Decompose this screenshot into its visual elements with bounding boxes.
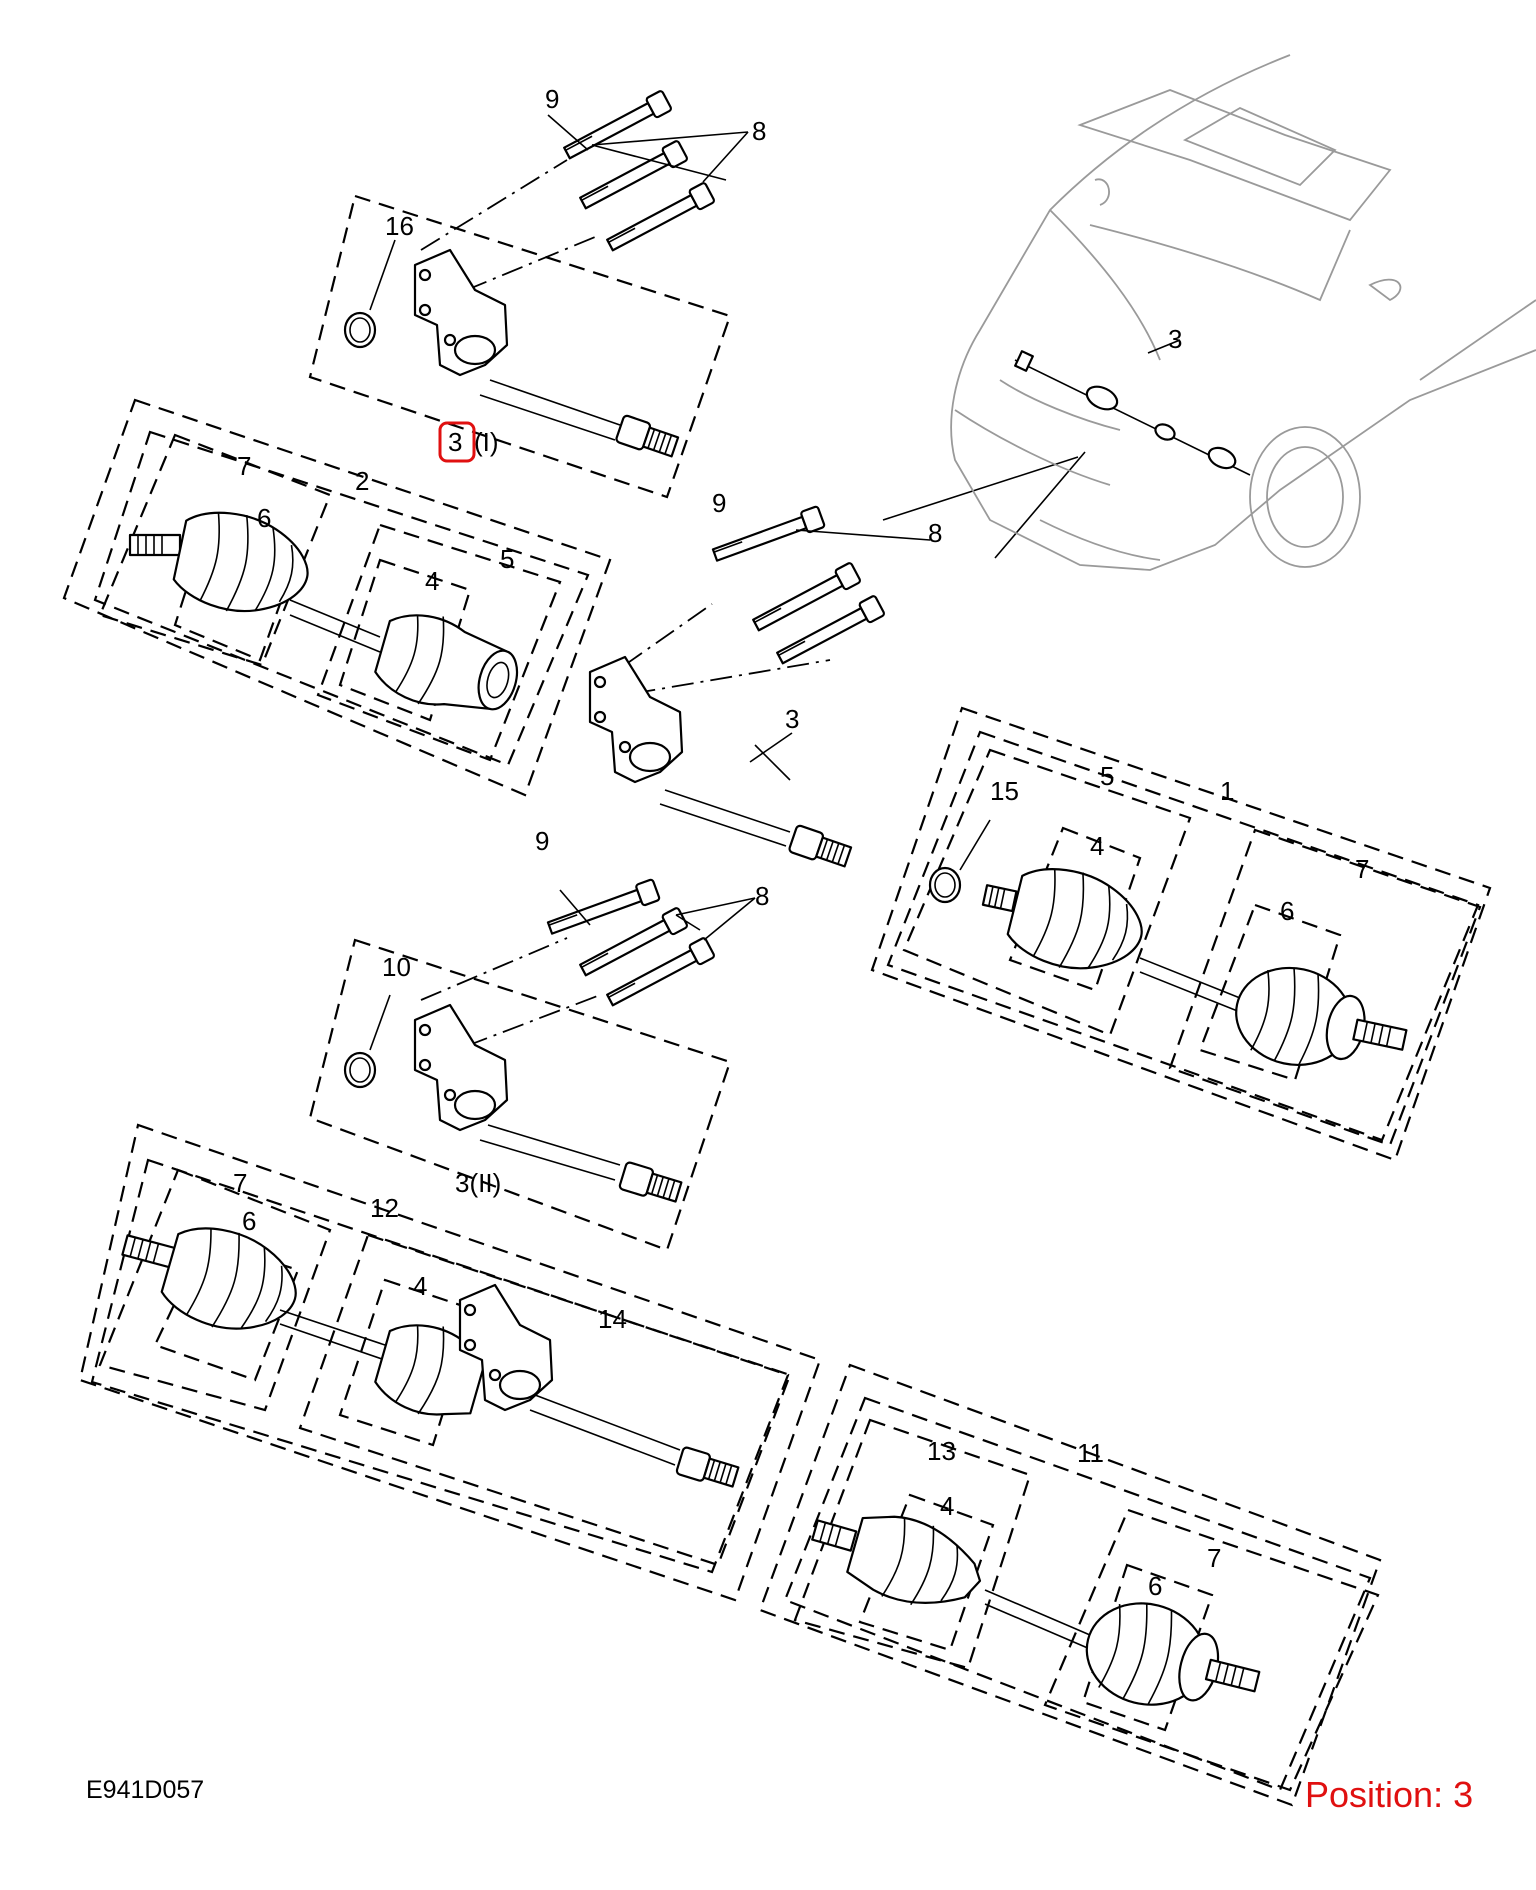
intermediate-shaft-ii-group bbox=[308, 877, 756, 1252]
label-9-middle: 9 bbox=[535, 826, 549, 856]
label-4-right: 4 bbox=[1090, 831, 1104, 861]
label-9-top: 9 bbox=[545, 84, 559, 114]
vehicle-location-view bbox=[950, 54, 1536, 571]
label-3-center: 3 bbox=[785, 704, 799, 734]
label-8-top: 8 bbox=[752, 116, 766, 146]
callout-labels: 9 8 16 3 (I) 7 2 6 5 4 3 9 8 3 15 5 1 4 … bbox=[233, 84, 1369, 1601]
intermediate-shaft-3-group bbox=[588, 451, 1086, 872]
label-4-upper-left: 4 bbox=[425, 566, 439, 596]
label-6-lower-left: 6 bbox=[242, 1206, 256, 1236]
label-9-center: 9 bbox=[712, 488, 726, 518]
label-8-middle: 8 bbox=[755, 881, 769, 911]
group-outline-3i bbox=[308, 194, 732, 499]
label-11: 11 bbox=[1077, 1438, 1104, 1468]
label-4-lower-left: 4 bbox=[413, 1271, 427, 1301]
drive-shaft-12-group bbox=[78, 1123, 822, 1602]
drive-shaft-2-group bbox=[62, 398, 612, 797]
label-2: 2 bbox=[355, 466, 369, 496]
label-5-right: 5 bbox=[1100, 761, 1114, 791]
figure-code: E941D057 bbox=[86, 1776, 204, 1804]
intermediate-shaft-i-group bbox=[308, 89, 749, 499]
drive-shaft-11-group bbox=[758, 1363, 1382, 1807]
label-4-lower-right: 4 bbox=[940, 1491, 954, 1521]
label-16: 16 bbox=[385, 211, 414, 241]
label-5-upper-left: 5 bbox=[500, 544, 514, 574]
label-3-i: 3 bbox=[448, 427, 462, 457]
label-6-right: 6 bbox=[1280, 896, 1294, 926]
label-13: 13 bbox=[927, 1436, 956, 1466]
drive-shaft-1-group bbox=[870, 706, 1492, 1162]
label-1: 1 bbox=[1220, 776, 1234, 806]
position-indicator: Position: 3 bbox=[1305, 1774, 1473, 1815]
label-3-car: 3 bbox=[1168, 324, 1182, 354]
label-12: 12 bbox=[370, 1193, 399, 1223]
label-7-lower-right: 7 bbox=[1207, 1543, 1221, 1573]
label-7-lower-left: 7 bbox=[233, 1168, 247, 1198]
label-14: 14 bbox=[598, 1304, 627, 1334]
label-3-i-suffix: (I) bbox=[474, 427, 499, 457]
label-15: 15 bbox=[990, 776, 1019, 806]
label-7-right: 7 bbox=[1355, 854, 1369, 884]
label-8-center: 8 bbox=[928, 518, 942, 548]
label-6-lower-right: 6 bbox=[1148, 1571, 1162, 1601]
label-7-upper-left: 7 bbox=[237, 451, 251, 481]
position-highlight-box bbox=[438, 421, 476, 463]
label-10: 10 bbox=[382, 952, 411, 982]
label-3-ii: 3(II) bbox=[455, 1168, 501, 1198]
label-6-upper-left: 6 bbox=[257, 503, 271, 533]
